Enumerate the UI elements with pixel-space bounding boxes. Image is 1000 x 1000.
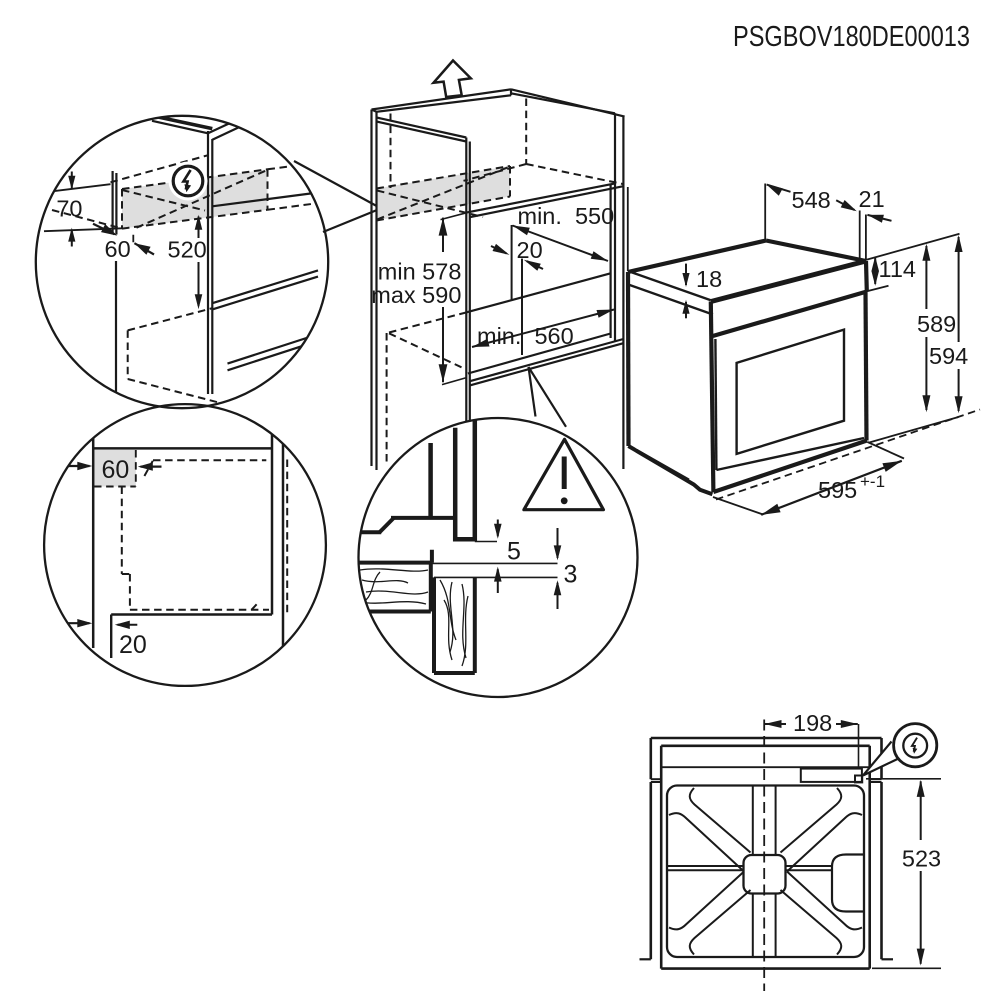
svg-text:60: 60 <box>102 456 130 484</box>
svg-text:18: 18 <box>696 266 722 292</box>
svg-text:595: 595 <box>818 477 857 503</box>
svg-text:20: 20 <box>517 237 543 263</box>
svg-text:523: 523 <box>902 846 941 872</box>
svg-text:114: 114 <box>879 256 916 282</box>
svg-text:548: 548 <box>792 187 831 213</box>
svg-text:70: 70 <box>56 196 82 222</box>
svg-text:5: 5 <box>507 538 521 566</box>
svg-text:min. 550: min. 550 <box>518 203 615 229</box>
svg-text:min. 560: min. 560 <box>477 323 574 349</box>
svg-text:589: 589 <box>917 311 956 337</box>
svg-text:520: 520 <box>168 237 207 263</box>
svg-text:+-1: +-1 <box>860 472 885 491</box>
svg-text:min 578: min 578 <box>378 258 462 284</box>
svg-text:60: 60 <box>105 236 131 262</box>
svg-text:21: 21 <box>859 186 885 212</box>
svg-text:3: 3 <box>564 561 578 589</box>
svg-text:594: 594 <box>929 343 968 369</box>
svg-text:20: 20 <box>119 631 147 659</box>
svg-text:198: 198 <box>793 710 832 736</box>
svg-text:max 590: max 590 <box>371 282 461 308</box>
svg-text:PSGBOV180DE00013: PSGBOV180DE00013 <box>733 21 970 53</box>
